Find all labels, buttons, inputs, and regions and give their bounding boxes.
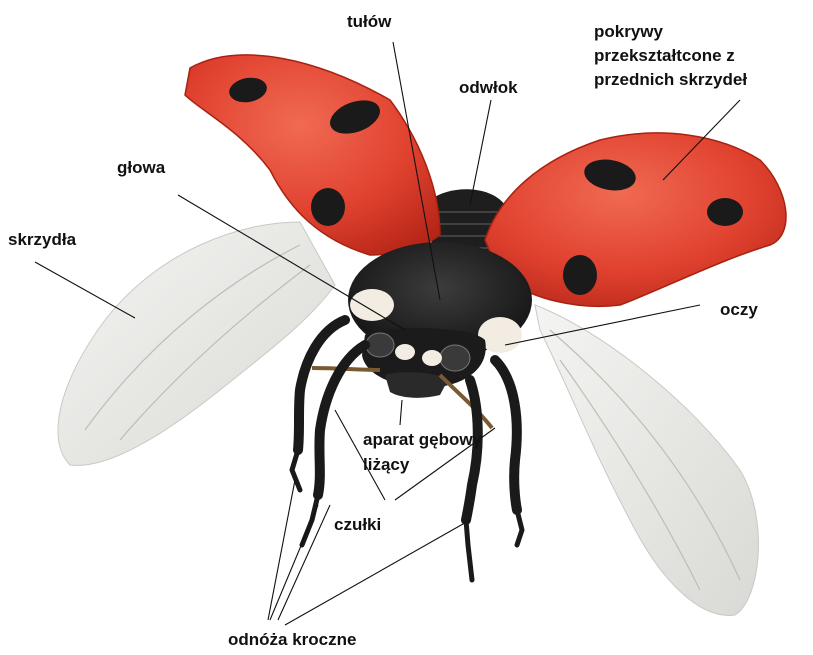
- left-wing: [58, 222, 335, 465]
- label-czulki: czułki: [334, 515, 381, 535]
- elytron-spot: [707, 198, 743, 226]
- label-aparat-line: liżący: [363, 455, 482, 475]
- mouthparts: [385, 372, 448, 398]
- elytron-spot: [563, 255, 597, 295]
- left-elytron: [185, 55, 440, 255]
- eye-patch: [422, 350, 442, 366]
- label-glowa: głowa: [117, 158, 165, 178]
- label-odwlok: odwłok: [459, 78, 518, 98]
- eye: [366, 333, 394, 357]
- label-pokrywy-line: przednich skrzydeł: [594, 70, 747, 90]
- elytron-spot: [311, 188, 345, 226]
- eye-patch: [395, 344, 415, 360]
- eye: [440, 345, 470, 371]
- label-pokrywy-line: przekształtcone z: [594, 46, 747, 66]
- pronotum-patch: [350, 289, 394, 321]
- right-wing: [535, 305, 759, 615]
- label-oczy: oczy: [720, 300, 758, 320]
- label-pokrywy-line: pokrywy: [594, 22, 747, 42]
- label-pokrywy: pokrywy przekształtcone z przednich skrz…: [594, 22, 747, 90]
- label-odnoza: odnóża kroczne: [228, 630, 356, 650]
- label-skrzydla: skrzydła: [8, 230, 76, 250]
- label-aparat-line: aparat gębowy: [363, 430, 482, 450]
- label-tulow: tułów: [347, 12, 391, 32]
- right-elytron: [485, 133, 786, 306]
- label-aparat: aparat gębowy liżący: [363, 430, 482, 475]
